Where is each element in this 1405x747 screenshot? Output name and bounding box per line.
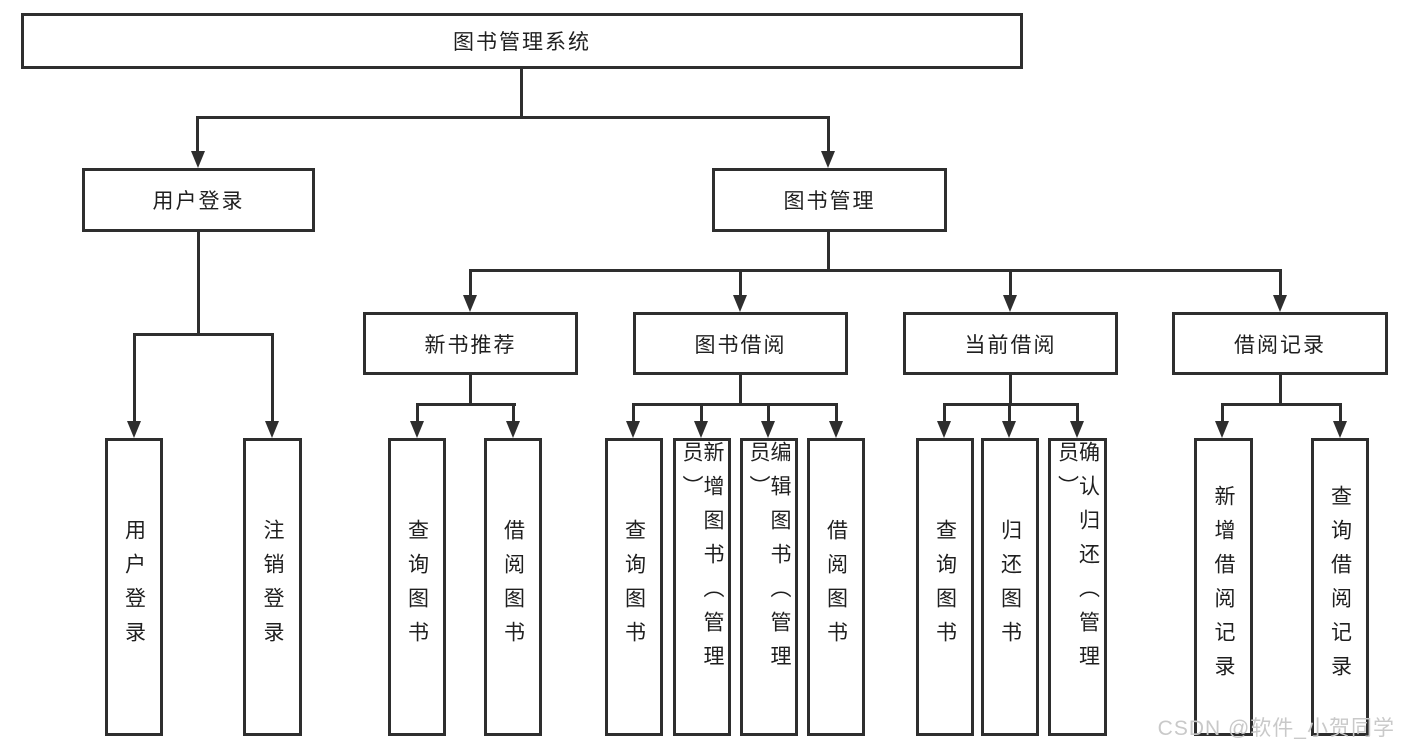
connector-drop-leaf-11 [1076, 403, 1079, 425]
connector-currentborrow-stem [1009, 375, 1012, 406]
connector-records-stem [1279, 375, 1282, 406]
node-book-management: 图书管理 [712, 168, 947, 232]
arrowhead-current-borrow [1003, 295, 1017, 312]
connector-drop-new-book [469, 269, 472, 299]
connector-drop-book-borrow [739, 269, 742, 299]
arrowhead-leaf-10 [1002, 421, 1016, 438]
connector-bookborrow-splitter [632, 403, 838, 406]
connector-user-login-splitter [133, 333, 274, 336]
leaf-return-book: 归还图书 [981, 438, 1039, 736]
leaf-user-login: 用户登录 [105, 438, 163, 736]
connector-drop-book-mgmt [827, 116, 830, 156]
arrowhead-leaf-login [127, 421, 141, 438]
node-current-borrowing: 当前借阅 [903, 312, 1118, 375]
leaf-borrow-books-borrow: 借阅图书 [807, 438, 865, 736]
connector-drop-leaf-13 [1339, 403, 1342, 425]
arrowhead-leaf-11 [1070, 421, 1084, 438]
connector-drop-leaf-5 [632, 403, 635, 425]
leaf-logout: 注销登录 [243, 438, 302, 736]
node-borrowing-records: 借阅记录 [1172, 312, 1388, 375]
leaf-query-books-borrow: 查询图书 [605, 438, 663, 736]
connector-drop-leaf-4 [512, 403, 515, 425]
connector-newbook-stem [469, 375, 472, 406]
node-user-login: 用户登录 [82, 168, 315, 232]
connector-drop-leaf-6 [700, 403, 703, 425]
arrowhead-book-borrow [733, 295, 747, 312]
arrowhead-leaf-13 [1333, 421, 1347, 438]
connector-root-splitter [196, 116, 830, 119]
arrowhead-leaf-9 [937, 421, 951, 438]
connector-bookborrow-stem [739, 375, 742, 406]
csdn-watermark: CSDN @软件_小贺同学 [1157, 717, 1395, 740]
connector-drop-leaf-12 [1221, 403, 1224, 425]
connector-drop-leaf-7 [767, 403, 770, 425]
connector-drop-leaf-logout [271, 333, 274, 425]
leaf-add-borrow-record: 新增借阅记录 [1194, 438, 1253, 736]
connector-user-login-stem [197, 232, 200, 336]
connector-drop-leaf-10 [1008, 403, 1011, 425]
arrowhead-leaf-3 [410, 421, 424, 438]
arrowhead-new-book [463, 295, 477, 312]
arrowhead-user-login [191, 151, 205, 168]
connector-newbook-splitter [416, 403, 516, 406]
connector-currentborrow-splitter [943, 403, 1079, 406]
leaf-add-book-admin: 新增图书（管理员） [673, 438, 731, 736]
leaf-borrow-books-recommend: 借阅图书 [484, 438, 542, 736]
connector-book-mgmt-splitter [469, 269, 1282, 272]
connector-drop-leaf-login [133, 333, 136, 425]
arrowhead-leaf-7 [761, 421, 775, 438]
connector-records-splitter [1221, 403, 1342, 406]
arrowhead-leaf-logout [265, 421, 279, 438]
connector-drop-borrow-records [1279, 269, 1282, 299]
arrowhead-borrow-records [1273, 295, 1287, 312]
node-book-borrowing: 图书借阅 [633, 312, 848, 375]
leaf-confirm-return-admin: 确认归还（管理员） [1048, 438, 1107, 736]
connector-drop-leaf-9 [943, 403, 946, 425]
connector-drop-leaf-8 [835, 403, 838, 425]
node-new-book-recommend: 新书推荐 [363, 312, 578, 375]
connector-drop-leaf-3 [416, 403, 419, 425]
connector-drop-user-login [196, 116, 199, 156]
leaf-edit-book-admin: 编辑图书（管理员） [740, 438, 798, 736]
connector-book-mgmt-stem [827, 232, 830, 272]
node-library-system: 图书管理系统 [21, 13, 1023, 69]
leaf-query-books-current: 查询图书 [916, 438, 974, 736]
connector-drop-current-borrow [1009, 269, 1012, 299]
connector-root-stem [520, 69, 523, 119]
arrowhead-leaf-4 [506, 421, 520, 438]
arrowhead-leaf-8 [829, 421, 843, 438]
arrowhead-leaf-5 [626, 421, 640, 438]
leaf-query-borrow-record: 查询借阅记录 [1311, 438, 1369, 736]
arrowhead-leaf-6 [694, 421, 708, 438]
arrowhead-leaf-12 [1215, 421, 1229, 438]
arrowhead-book-mgmt [821, 151, 835, 168]
leaf-query-books-recommend: 查询图书 [388, 438, 446, 736]
